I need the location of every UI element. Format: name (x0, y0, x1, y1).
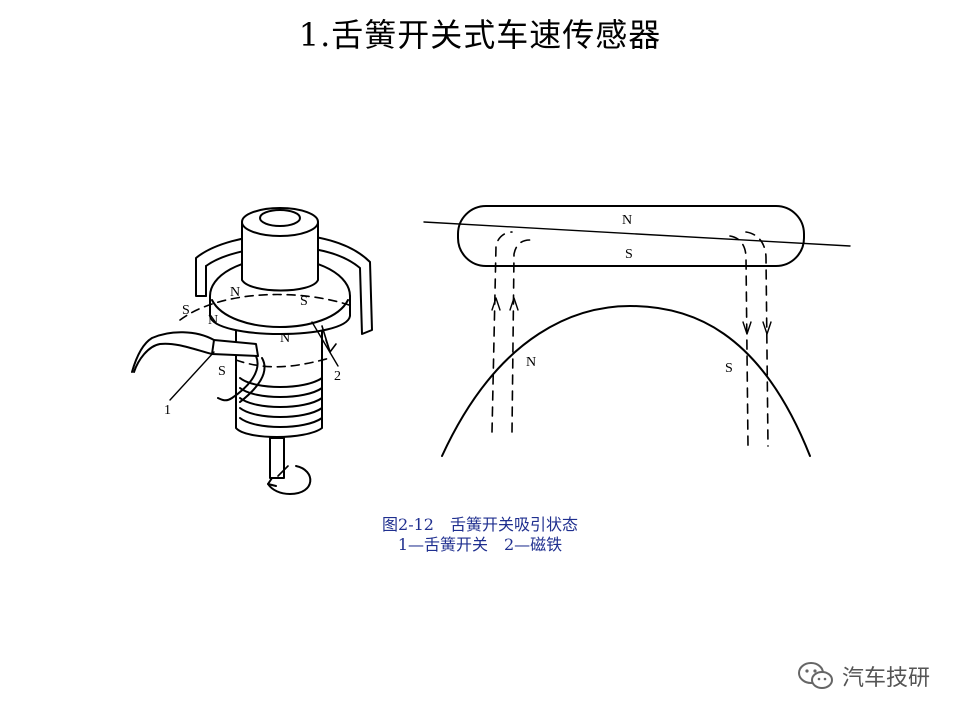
label-bar-n: N (622, 213, 632, 228)
label-bar-s: S (625, 247, 633, 262)
callout-2: 2 (334, 369, 341, 384)
label-s-top: S (300, 294, 308, 309)
sensor-assembly (131, 207, 373, 495)
figure-caption-title: 图2-12 舌簧开关吸引状态 (382, 515, 578, 534)
wechat-icon (797, 662, 833, 689)
label-n-mid: N (280, 331, 290, 346)
page-title: 1.舌簧开关式车速传感器 (298, 16, 662, 54)
label-s-bottom: S (218, 364, 226, 379)
label-s-left: S (182, 303, 190, 318)
callout-1: 1 (164, 403, 171, 418)
reed-attraction-view (423, 205, 851, 457)
figure-caption-legend: 1—舌簧开关 2—磁铁 (397, 535, 563, 554)
watermark-text: 汽车技研 (841, 666, 930, 691)
label-rotor-s: S (725, 361, 733, 376)
watermark: 汽车技研 (796, 660, 930, 692)
label-n-left: N (208, 313, 218, 328)
label-n-top: N (230, 285, 240, 300)
label-rotor-n: N (526, 355, 536, 370)
